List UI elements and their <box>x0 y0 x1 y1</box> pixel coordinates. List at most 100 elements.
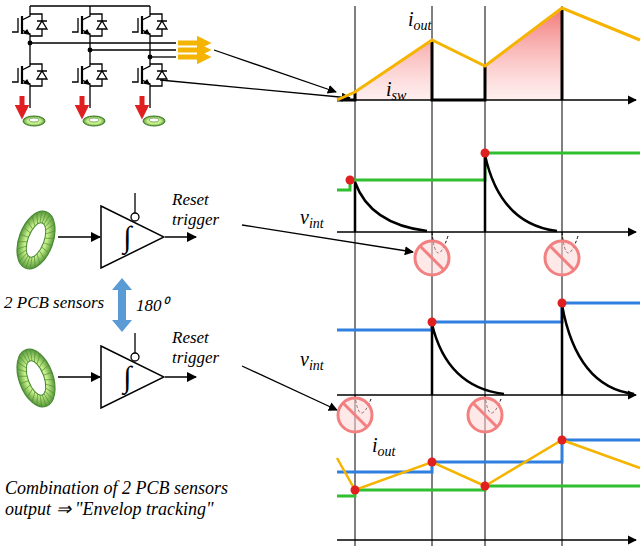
symbol-subscript: out <box>414 18 432 33</box>
leg-wire <box>29 6 30 108</box>
pcb-rogowski-sensor <box>10 344 62 412</box>
switch-current-arrow <box>80 96 85 112</box>
symbol-subscript: out <box>378 444 396 459</box>
winding-stroke <box>41 365 50 371</box>
pcb-rogowski-sensor <box>10 206 62 274</box>
diode-symbol <box>157 21 167 29</box>
phase-angle: 180⁰ <box>136 296 168 316</box>
sensor-wire <box>58 376 100 378</box>
prohibited-sign <box>468 398 502 432</box>
integrator-output <box>165 376 196 378</box>
winding-stroke <box>20 381 28 384</box>
signal-name: iout <box>372 434 395 457</box>
triangle-outline <box>100 205 165 269</box>
emitter-arrow <box>24 80 29 84</box>
sample-dot <box>558 436 567 445</box>
leader-arrow <box>160 80 350 98</box>
sample-dot <box>481 149 490 158</box>
emitter-arrow <box>144 80 149 84</box>
switch-current-edges <box>337 8 562 100</box>
winding-stroke <box>45 377 54 383</box>
sensor-note: 2 PCB sensors <box>4 293 104 313</box>
symbol-letter: i <box>386 78 392 100</box>
igbt-channel <box>141 16 143 34</box>
pcb-sensor-small <box>83 116 105 126</box>
igbt-symbol <box>132 10 167 40</box>
winding-stroke <box>17 248 26 258</box>
winding-stroke <box>17 243 26 251</box>
winding-stroke <box>42 395 46 406</box>
winding-stroke <box>25 221 34 229</box>
igbt-leads <box>82 10 90 40</box>
winding-stroke <box>29 216 38 226</box>
igbt-leads <box>142 10 150 40</box>
sample-dot <box>346 176 355 185</box>
winding-stroke <box>22 255 28 267</box>
output-current-wave <box>337 8 640 100</box>
ring-body <box>10 206 62 274</box>
diode-symbol <box>37 71 47 79</box>
winding-stroke <box>28 349 34 361</box>
leg-wire <box>89 6 90 108</box>
prohibited-slash <box>550 246 574 270</box>
winding-stroke <box>34 254 43 264</box>
output-current-arrow <box>178 48 204 53</box>
held-sample-blue <box>337 303 640 330</box>
integrator-triangle: ∫ <box>100 205 165 269</box>
switch-current-arrow <box>140 96 145 112</box>
winding-stroke <box>46 386 55 396</box>
winding-stroke <box>46 222 55 232</box>
igbt-symbol <box>132 60 167 90</box>
sensor-hole <box>29 118 39 122</box>
igbt-channel <box>81 16 83 34</box>
inverter-schematic <box>12 6 176 108</box>
symbol-subscript: int <box>309 358 324 373</box>
winding-stroke <box>45 217 53 228</box>
output-current-wave <box>337 440 640 490</box>
output-wire <box>30 42 176 43</box>
sample-dot <box>428 318 437 327</box>
winding-stroke <box>37 359 46 367</box>
winding-stroke <box>29 392 38 402</box>
time-axis <box>337 539 636 540</box>
igbt-gate <box>12 18 18 32</box>
reset-wire <box>134 193 135 213</box>
symbol-letter: v <box>300 206 309 228</box>
leader-arrow <box>242 225 413 252</box>
time-axis <box>337 394 636 395</box>
triangle-outline <box>100 345 165 409</box>
winding-stroke <box>19 252 27 263</box>
winding-stroke <box>38 395 44 407</box>
prohibited-slash <box>473 403 497 427</box>
sample-dot <box>481 482 490 491</box>
igbt-leads <box>142 60 150 90</box>
winding-stroke <box>26 350 30 361</box>
igbt-gate <box>12 68 18 82</box>
igbt-leads <box>82 60 90 90</box>
winding-stroke <box>17 366 26 374</box>
winding-stroke <box>45 390 53 401</box>
winding-stroke <box>44 243 52 246</box>
time-gridline <box>355 6 356 546</box>
igbt-leads <box>22 10 30 40</box>
winding-stroke <box>33 394 41 405</box>
output-wire <box>90 49 176 50</box>
igbt-leads <box>22 60 30 90</box>
winding-stroke <box>31 351 39 362</box>
integral-sign: ∫ <box>123 362 131 392</box>
signal-name: vint <box>300 206 324 229</box>
igbt-symbol <box>12 10 47 40</box>
reset-bubble <box>131 213 139 221</box>
sensor-hole <box>89 118 99 122</box>
prohibited-sign <box>338 398 372 432</box>
integrator-pulse <box>485 155 557 232</box>
symbol-subscript: int <box>309 216 324 231</box>
held-sample-blue <box>337 440 640 472</box>
winding-stroke <box>37 251 46 259</box>
winding-stroke <box>34 354 43 364</box>
signal-name: vint <box>300 348 324 371</box>
igbt-gate <box>132 18 138 32</box>
pcb-sensor-small <box>23 116 45 126</box>
integrator-triangle: ∫ <box>100 345 165 409</box>
